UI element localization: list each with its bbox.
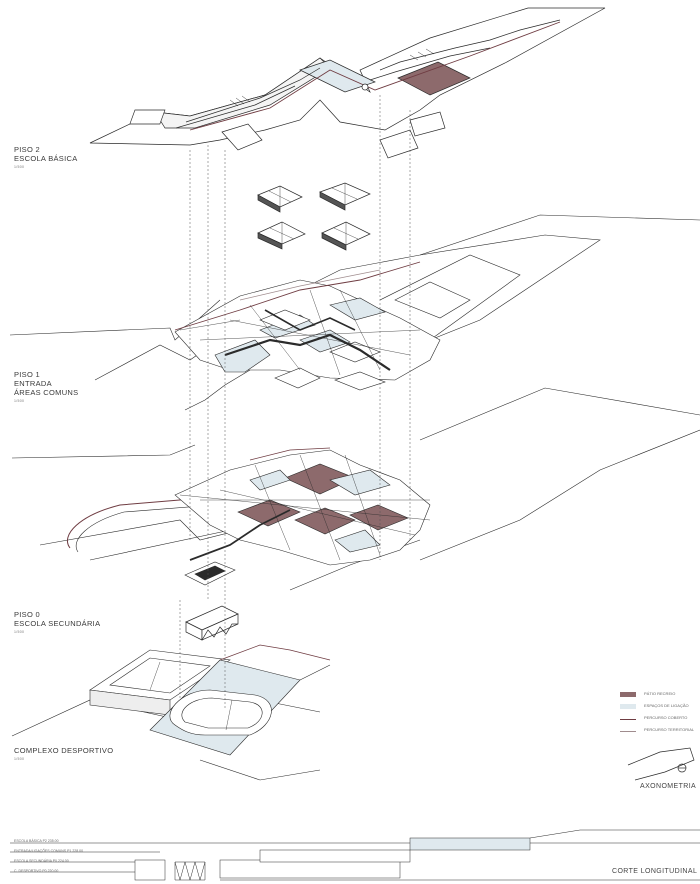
corte-title: CORTE LONGITUDINAL bbox=[612, 868, 698, 875]
section-label-desportivo: C. DESPORTIVO P0 220.00 bbox=[14, 869, 59, 873]
piso2-label: PISO 2 ESCOLA BÁSICA 1/500 bbox=[14, 145, 78, 169]
complexo-label: COMPLEXO DESPORTIVO 1/500 bbox=[14, 746, 114, 761]
classroom-modules bbox=[257, 182, 371, 251]
legend-item-patio: PÁTIO RECREIO bbox=[620, 690, 696, 702]
section-label-p1: ENTRADA/LIGAÇÕES COMUNS P1 228.00 bbox=[14, 849, 84, 853]
truss-element bbox=[185, 605, 239, 641]
piso0-label: PISO 0 ESCOLA SECUNDÁRIA 1/500 bbox=[14, 610, 101, 634]
section-label-p2: ESCOLA BÁSICA P2 235.00 bbox=[14, 839, 59, 843]
legend-item-ligacao: ESPAÇOS DE LIGAÇÃO bbox=[620, 702, 696, 714]
alignment-lines bbox=[179, 95, 411, 710]
piso0-plan bbox=[11, 387, 700, 591]
legend: PÁTIO RECREIO ESPAÇOS DE LIGAÇÃO PERCURS… bbox=[620, 690, 696, 738]
piso2-plan bbox=[89, 7, 606, 159]
piso1-label: PISO 1 ENTRADA ÁREAS COMUNS 1/500 bbox=[14, 370, 79, 403]
patio-swatch bbox=[620, 692, 636, 697]
axonometric-symbol bbox=[627, 747, 695, 781]
piso1-plan bbox=[9, 214, 700, 411]
axonometria-title: AXONOMETRIA bbox=[640, 783, 697, 790]
legend-item-territorial: PERCURSO TERRITORIAL bbox=[620, 726, 696, 738]
longitudinal-section bbox=[10, 829, 700, 881]
ligacao-swatch bbox=[620, 704, 636, 709]
section-label-p0: ESCOLA SECUNDÁRIA P0 224.00 bbox=[14, 859, 69, 863]
legend-item-coberto: PERCURSO COBERTO bbox=[620, 714, 696, 726]
coberto-line bbox=[620, 719, 636, 720]
territorial-line bbox=[620, 731, 636, 732]
